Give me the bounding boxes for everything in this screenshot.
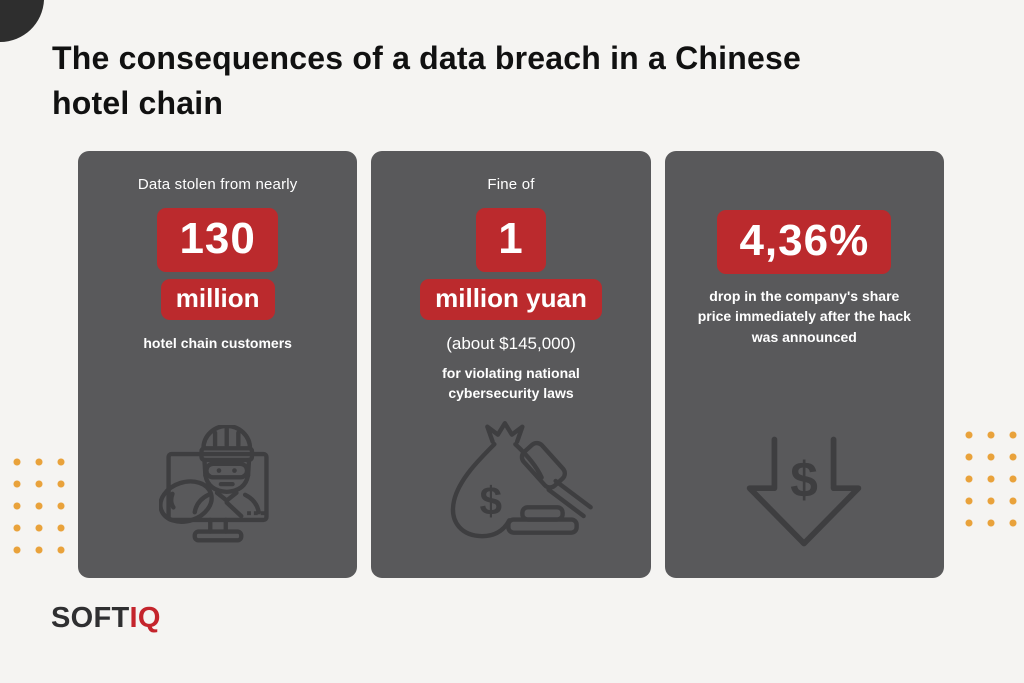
- svg-text:$: $: [791, 452, 819, 508]
- page-title: The consequences of a data breach in a C…: [52, 36, 892, 127]
- logo-text-iq: IQ: [129, 602, 161, 634]
- stat-cards-row: Data stolen from nearly 130 million hote…: [78, 151, 944, 578]
- logo-text-soft: SOFT: [51, 602, 130, 634]
- stat-card-fine: Fine of 1 million yuan (about $145,000) …: [371, 151, 651, 578]
- softiq-logo: SOFTIQ: [51, 602, 161, 635]
- stat-card-stolen-data: Data stolen from nearly 130 million hote…: [78, 151, 358, 578]
- card2-intro-text: Fine of: [487, 176, 535, 193]
- dot-grid-right: [958, 424, 1024, 534]
- money-bag-and-gavel-icon: $: [425, 411, 597, 556]
- hacker-stealing-from-computer-icon: [157, 423, 277, 556]
- card1-intro-text: Data stolen from nearly: [137, 176, 298, 193]
- card1-unit-badge: million: [160, 279, 275, 320]
- page-title-line2: hotel chain: [52, 85, 224, 122]
- card2-unit-badge: million yuan: [420, 279, 602, 320]
- corner-accent-shape: [0, 0, 44, 43]
- card1-caption: hotel chain customers: [143, 335, 292, 351]
- card2-caption: for violating national cybersecurity law…: [442, 365, 580, 402]
- card1-value-badge: 130: [157, 208, 278, 272]
- falling-share-price-arrow-icon: $: [742, 433, 866, 556]
- card3-caption: drop in the company's share price immedi…: [697, 288, 911, 345]
- dot-grid-left: [6, 451, 72, 561]
- card2-note-text: (about $145,000): [446, 334, 576, 353]
- page-title-line1: The consequences of a data breach in a C…: [52, 40, 801, 76]
- card3-value-badge: 4,36%: [717, 210, 892, 274]
- card2-value-badge: 1: [476, 208, 546, 272]
- svg-text:$: $: [480, 478, 502, 523]
- stat-card-share-drop: 4,36% drop in the company's share price …: [664, 151, 944, 578]
